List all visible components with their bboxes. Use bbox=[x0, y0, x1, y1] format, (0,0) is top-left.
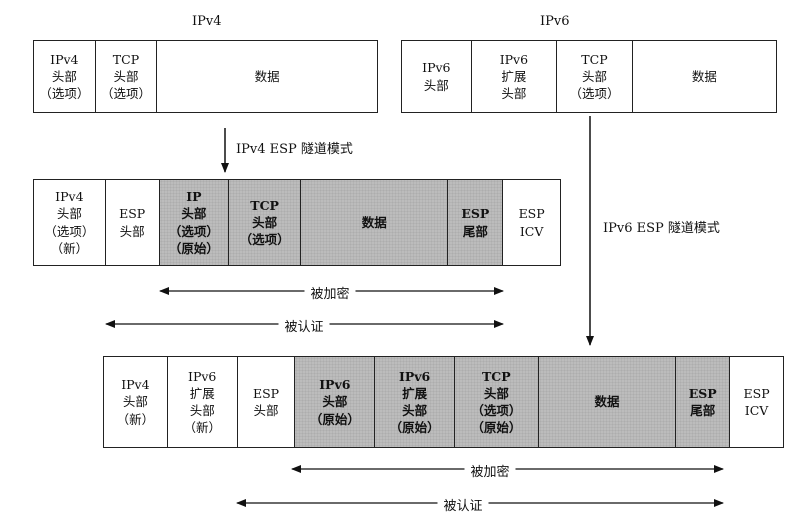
field-label: 数据 bbox=[691, 68, 717, 84]
field-label: IPv6 扩展 头部 （新） bbox=[183, 368, 221, 436]
ipv6-tunnel-field-2: IPv6 扩展 头部 （新） bbox=[168, 357, 238, 447]
ipv6-original-field-1: IPv6 头部 bbox=[402, 41, 472, 112]
field-label: ESP ICV bbox=[743, 385, 770, 418]
ipv6-tunnel-field-6: TCP 头部 （选项） （原始） bbox=[454, 357, 539, 447]
field-label: IPv4 头部 （新） bbox=[116, 377, 155, 427]
field-label: ESP 尾部 bbox=[461, 206, 490, 239]
field-label: ESP 尾部 bbox=[688, 385, 717, 418]
ipv4-tunnel-field-5: 数据 bbox=[301, 180, 449, 265]
field-label: IPv4 头部 （选项） （新） bbox=[44, 189, 95, 256]
field-label: TCP 头部 （选项） bbox=[239, 197, 290, 248]
ipv4-title: IPv4 bbox=[192, 14, 222, 29]
ipv6-tunnel-mode-label: IPv6 ESP 隧道模式 bbox=[603, 221, 720, 236]
field-label: IPv4 头部 （选项） bbox=[39, 51, 90, 102]
ipv6-tunnel-packet: IPv4 头部 （新） IPv6 扩展 头部 （新） ESP 头部 IPv6 头部 （… bbox=[103, 356, 784, 448]
ipv4-tunnel-field-7: ESP ICV bbox=[503, 180, 560, 265]
field-label: TCP 头部 （选项） bbox=[100, 51, 151, 102]
ipv4-tunnel-field-2: ESP 头部 bbox=[106, 180, 160, 265]
field-label: ESP 头部 bbox=[252, 385, 280, 418]
ipv6-original-field-4: 数据 bbox=[633, 41, 776, 112]
field-label: TCP 头部 （选项） bbox=[569, 51, 620, 102]
ipv4-tunnel-field-6: ESP 尾部 bbox=[448, 180, 504, 265]
field-label: IPv6 扩展 头部 （原始） bbox=[389, 368, 440, 436]
ipv6-tunnel-field-4: IPv6 头部 （原始） bbox=[295, 357, 376, 447]
field-label: IPv6 扩展 头部 bbox=[499, 51, 529, 102]
ipv6-original-field-2: IPv6 扩展 头部 bbox=[472, 41, 558, 112]
field-label: IP 头部 （选项） （原始） bbox=[168, 189, 219, 256]
ipv4-tunnel-packet: IPv4 头部 （选项） （新） ESP 头部 IP 头部 （选项） （原始） TCP… bbox=[33, 179, 561, 266]
ipv4-tunnel-field-1: IPv4 头部 （选项） （新） bbox=[34, 180, 106, 265]
field-label: IPv6 头部 （原始） bbox=[309, 377, 360, 427]
ipv6-tunnel-field-7: 数据 bbox=[538, 357, 677, 447]
ipv4-original-field-3: 数据 bbox=[157, 41, 377, 112]
ipv6-original-packet: IPv6 头部 IPv6 扩展 头部 TCP 头部 （选项） 数据 bbox=[401, 40, 777, 113]
ipv4-original-field-1: IPv4 头部 （选项） bbox=[34, 41, 96, 112]
ipv6-original-field-3: TCP 头部 （选项） bbox=[557, 41, 633, 112]
field-label: 数据 bbox=[254, 68, 280, 84]
field-label: TCP 头部 （选项） （原始） bbox=[471, 368, 522, 436]
ipv4-tunnel-field-4: TCP 头部 （选项） bbox=[229, 180, 301, 265]
ipv4-encrypted-label: 被加密 bbox=[304, 283, 356, 302]
ipv4-original-packet: IPv4 头部 （选项）TCP 头部 （选项） 数据 bbox=[33, 40, 378, 113]
ipv6-tunnel-field-1: IPv4 头部 （新） bbox=[104, 357, 168, 447]
ipv6-title: IPv6 bbox=[540, 14, 570, 29]
ipv6-tunnel-field-9: ESP ICV bbox=[730, 357, 783, 447]
field-label: ESP 头部 bbox=[119, 206, 146, 239]
field-label: ESP ICV bbox=[518, 206, 545, 239]
ipv4-original-field-2: TCP 头部 （选项） bbox=[96, 41, 158, 112]
field-label: 数据 bbox=[361, 214, 387, 230]
ipv6-encrypted-label: 被加密 bbox=[464, 461, 516, 480]
ipv4-tunnel-field-3: IP 头部 （选项） （原始） bbox=[159, 180, 230, 265]
field-label: IPv6 头部 bbox=[422, 60, 451, 93]
ipv6-tunnel-field-5: IPv6 扩展 头部 （原始） bbox=[375, 357, 455, 447]
ipv6-authenticated-label: 被认证 bbox=[437, 495, 489, 514]
ipv4-tunnel-mode-label: IPv4 ESP 隧道模式 bbox=[236, 142, 353, 157]
ipv4-authenticated-label: 被认证 bbox=[278, 316, 330, 335]
ipv6-tunnel-field-8: ESP 尾部 bbox=[676, 357, 731, 447]
field-label: 数据 bbox=[594, 394, 620, 410]
ipv6-tunnel-field-3: ESP 头部 bbox=[238, 357, 296, 447]
